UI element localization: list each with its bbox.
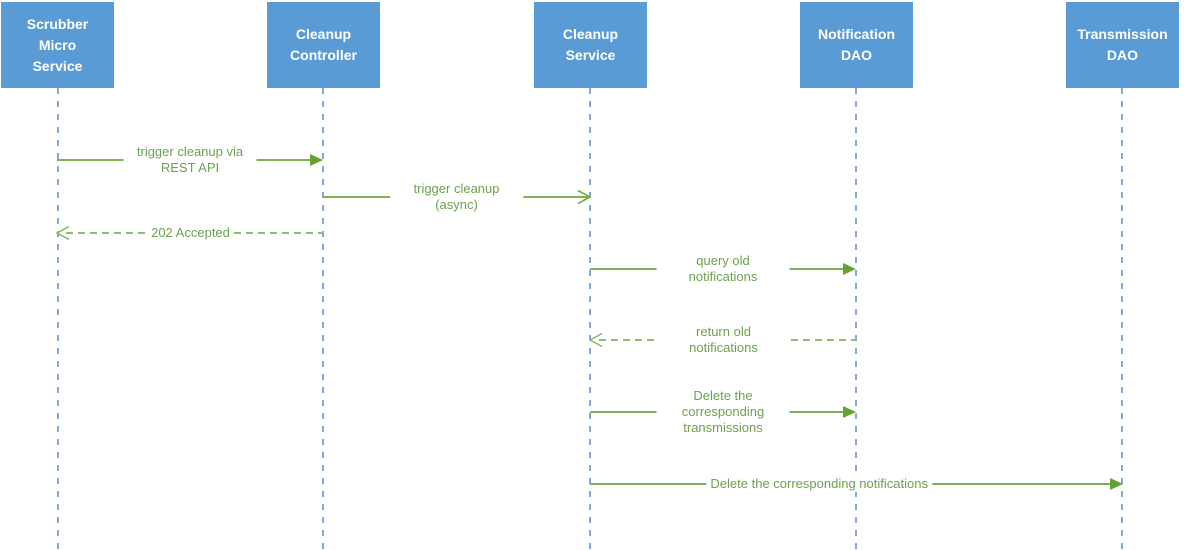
actor-cleanup-controller: Cleanup Controller xyxy=(267,2,380,88)
arrowhead-open-icon xyxy=(589,332,603,348)
lifeline-cleanup-service xyxy=(589,88,591,550)
lifeline-notification-dao xyxy=(855,88,857,550)
lifeline-scrubber-micro-service xyxy=(57,88,59,550)
actor-label: Scrubber Micro Service xyxy=(26,15,89,74)
arrowhead-filled-icon xyxy=(843,406,856,418)
lifeline-transmission-dao xyxy=(1121,88,1123,550)
lifeline-cleanup-controller xyxy=(322,88,324,550)
arrowhead-open-icon xyxy=(56,225,70,241)
actor-scrubber-micro-service: Scrubber Micro Service xyxy=(1,2,114,88)
actor-label: Cleanup Controller xyxy=(290,26,357,63)
actor-cleanup-service: Cleanup Service xyxy=(534,2,647,88)
actor-label: Cleanup Service xyxy=(562,26,619,63)
actor-notification-dao: Notification DAO xyxy=(800,2,913,88)
arrowhead-filled-icon xyxy=(1110,478,1123,490)
arrowhead-filled-icon xyxy=(843,263,856,275)
message-label: query old notifications xyxy=(656,253,790,285)
actor-label: Notification DAO xyxy=(818,26,895,63)
message-label: trigger cleanup via REST API xyxy=(123,144,257,176)
actor-label: Transmission DAO xyxy=(1077,26,1168,63)
actor-transmission-dao: Transmission DAO xyxy=(1066,2,1179,88)
message-label: trigger cleanup (async) xyxy=(389,181,524,213)
message-label: 202 Accepted xyxy=(147,225,234,241)
message-label: Delete the corresponding notifications xyxy=(706,476,932,492)
message-label: Delete the corresponding transmissions xyxy=(656,388,790,436)
message-label: return old notifications xyxy=(656,324,791,356)
arrowhead-open-icon xyxy=(577,189,591,205)
arrowhead-filled-icon xyxy=(310,154,323,166)
